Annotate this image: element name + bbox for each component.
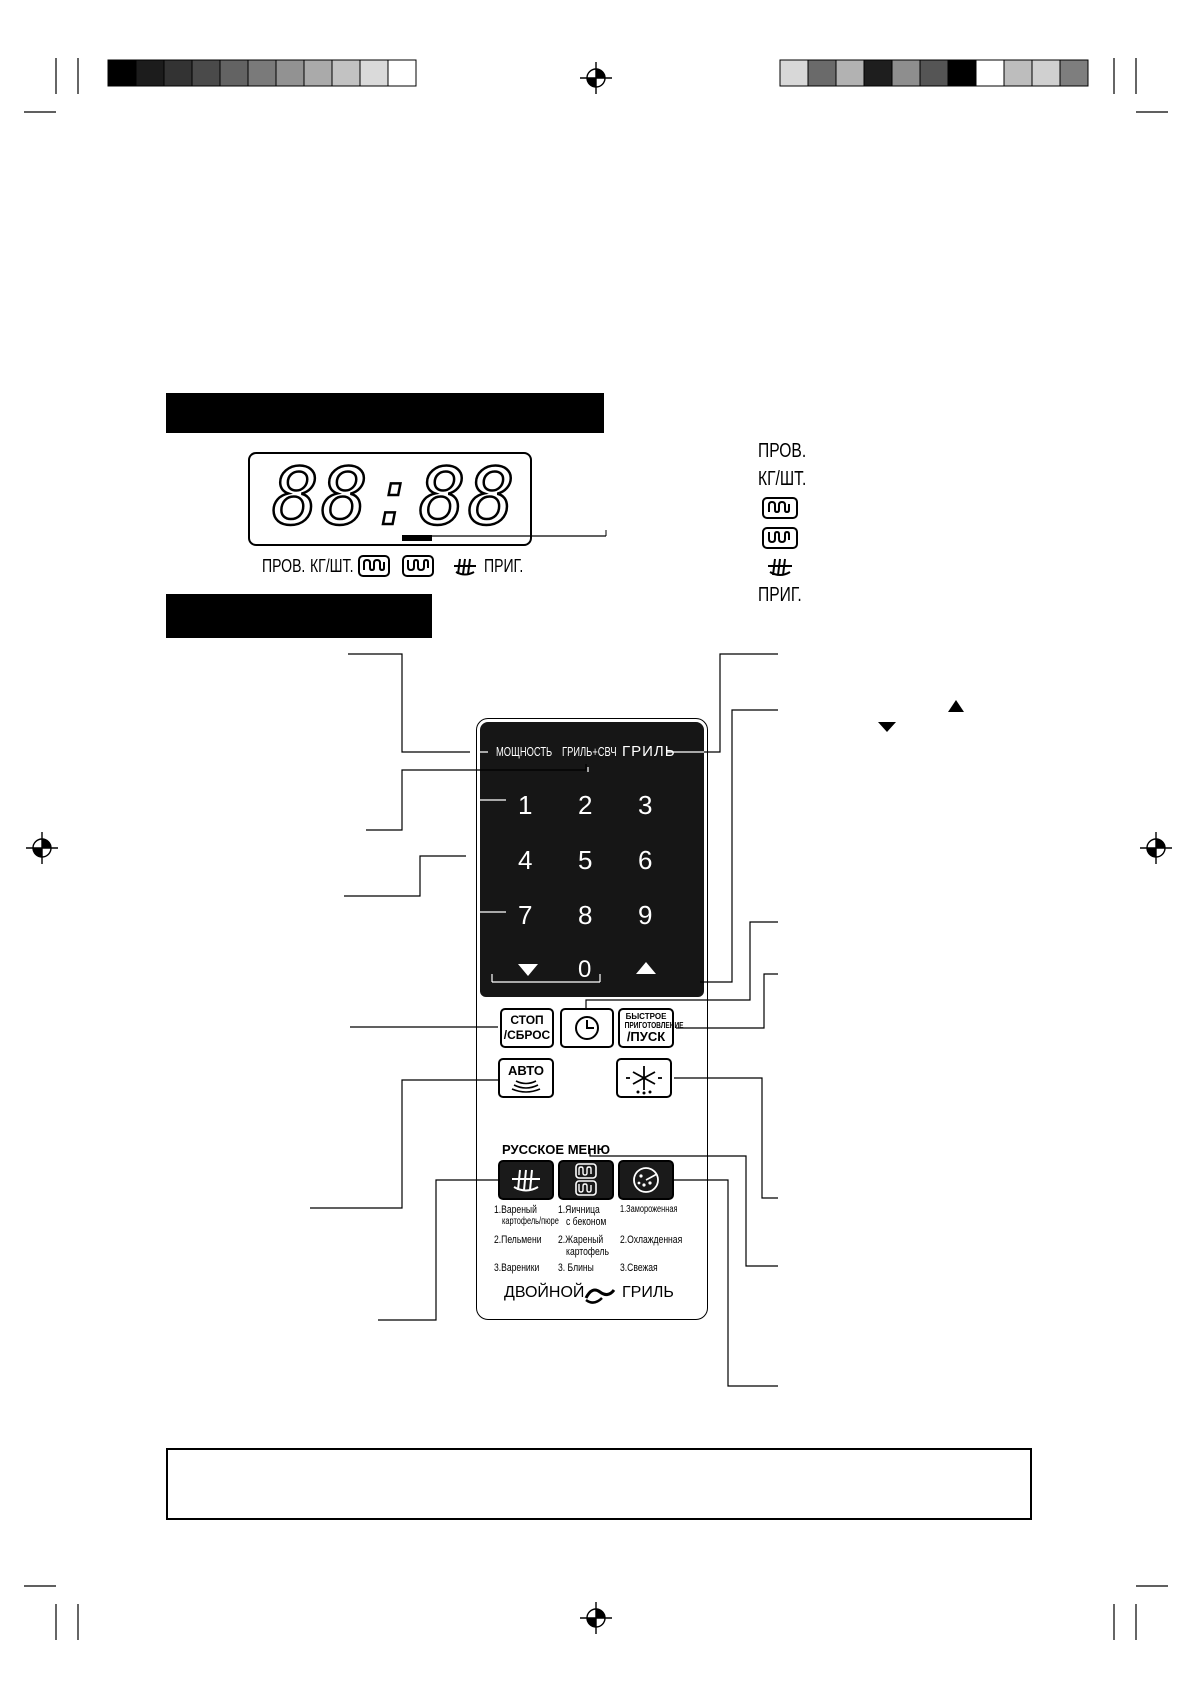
russian-menu-title: РУССКОЕ МЕНЮ [502,1142,610,1157]
keypad-area [480,722,704,997]
start-label: /ПУСК [626,1029,666,1044]
lcd-display: 88:88 [248,452,532,546]
clock-icon [575,1016,599,1040]
menu-col1-item1: 1.Вареный [494,1204,537,1216]
reset-label: /СБРОС [503,1028,551,1042]
lcd-indicator-bar [402,535,432,541]
key-8[interactable]: 8 [578,900,593,930]
indicator-ready: ПРИГ. [484,556,524,576]
grill-rack-icon [454,558,476,576]
quick-start-button[interactable]: БЫСТРОЕ ПРИГОТОВЛЕНИЕ /ПУСК [618,1008,684,1048]
stop-reset-button[interactable]: СТОП /СБРОС [500,1008,554,1048]
legend-check: ПРОВ. [758,440,807,462]
menu-col2-item2b: картофель [566,1246,609,1258]
power-button[interactable]: МОЩНОСТЬ [496,744,553,759]
menu-col2-item2: 2.Жареный [558,1234,604,1246]
auto-label: АВТО [507,1063,544,1078]
menu-col1-item1b: картофель/пюре [502,1216,559,1227]
menu-col2-item1: 1.Яичница [558,1204,600,1216]
snowflake-icon [626,1066,662,1095]
cooking-label: ПРИГОТОВЛЕНИЕ [624,1021,684,1030]
waves-icon [511,1080,541,1093]
double-loop-logo-icon [584,1288,616,1304]
grill-button[interactable]: ГРИЛЬ [622,743,676,760]
pizza-icon [633,1167,659,1193]
display-section-bar [166,393,604,433]
key-7[interactable]: 7 [518,900,533,930]
indicator-check: ПРОВ. [262,556,306,576]
menu-col2-item3: 3. Блины [558,1262,594,1274]
menu-col3-item2: 2.Охлажденная [620,1234,683,1246]
quick-label: БЫСТРОЕ [625,1012,667,1021]
legend-ready: ПРИГ. [758,584,802,606]
menu-col1-item2: 2.Пельмени [494,1234,542,1246]
key-1[interactable]: 1 [518,790,533,820]
key-9[interactable]: 9 [638,900,653,930]
brand-double: ДВОЙНОЙ [504,1284,585,1301]
up-triangle-icon [948,700,964,712]
defrost-button[interactable] [616,1058,672,1098]
grill-top-icon [358,555,390,577]
indicator-leader-tick [605,530,607,536]
note-box [166,1448,1032,1520]
menu-col3-item1: 1.Замороженная [620,1204,678,1215]
grill-microwave-button[interactable]: ГРИЛЬ+СВЧ [562,744,617,759]
key-0[interactable]: 0 [578,956,592,983]
stop-label: СТОП [510,1013,544,1027]
keypad-leader-lines [480,751,704,983]
russian-menu-grill-button[interactable] [498,1160,554,1200]
legend-weight: КГ/ШТ. [758,468,807,490]
menu-col1-item3: 3.Вареники [494,1262,540,1274]
down-triangle-icon [878,722,896,732]
double-grill-icon [575,1163,597,1196]
brand-grill: ГРИЛЬ [622,1284,674,1301]
clock-button[interactable] [560,1008,614,1048]
legend-grill-bottom-icon [762,527,798,549]
indicator-weight: КГ/ШТ. [310,556,354,576]
key-2[interactable]: 2 [578,790,593,820]
key-4[interactable]: 4 [518,845,533,875]
russian-menu-pizza-button[interactable] [618,1160,674,1200]
panel-section-bar [166,594,432,638]
indicator-leader-line [432,535,606,537]
down-arrow-icon[interactable] [516,962,540,978]
grill-bottom-icon [402,555,434,577]
key-5[interactable]: 5 [578,845,593,875]
key-3[interactable]: 3 [638,790,653,820]
up-arrow-icon[interactable] [634,960,658,976]
russian-menu-double-grill-button[interactable] [558,1160,614,1200]
grill-rack-icon-white [512,1169,540,1192]
lcd-digits: 88:88 [271,453,517,544]
key-6[interactable]: 6 [638,845,653,875]
auto-button[interactable]: АВТО [498,1058,554,1098]
control-panel [476,718,708,1320]
menu-col3-item3: 3.Свежая [620,1262,658,1274]
legend-grill-rack-icon [768,558,792,576]
menu-col2-item1b: с беконом [566,1216,607,1228]
legend-grill-top-icon [762,497,798,519]
